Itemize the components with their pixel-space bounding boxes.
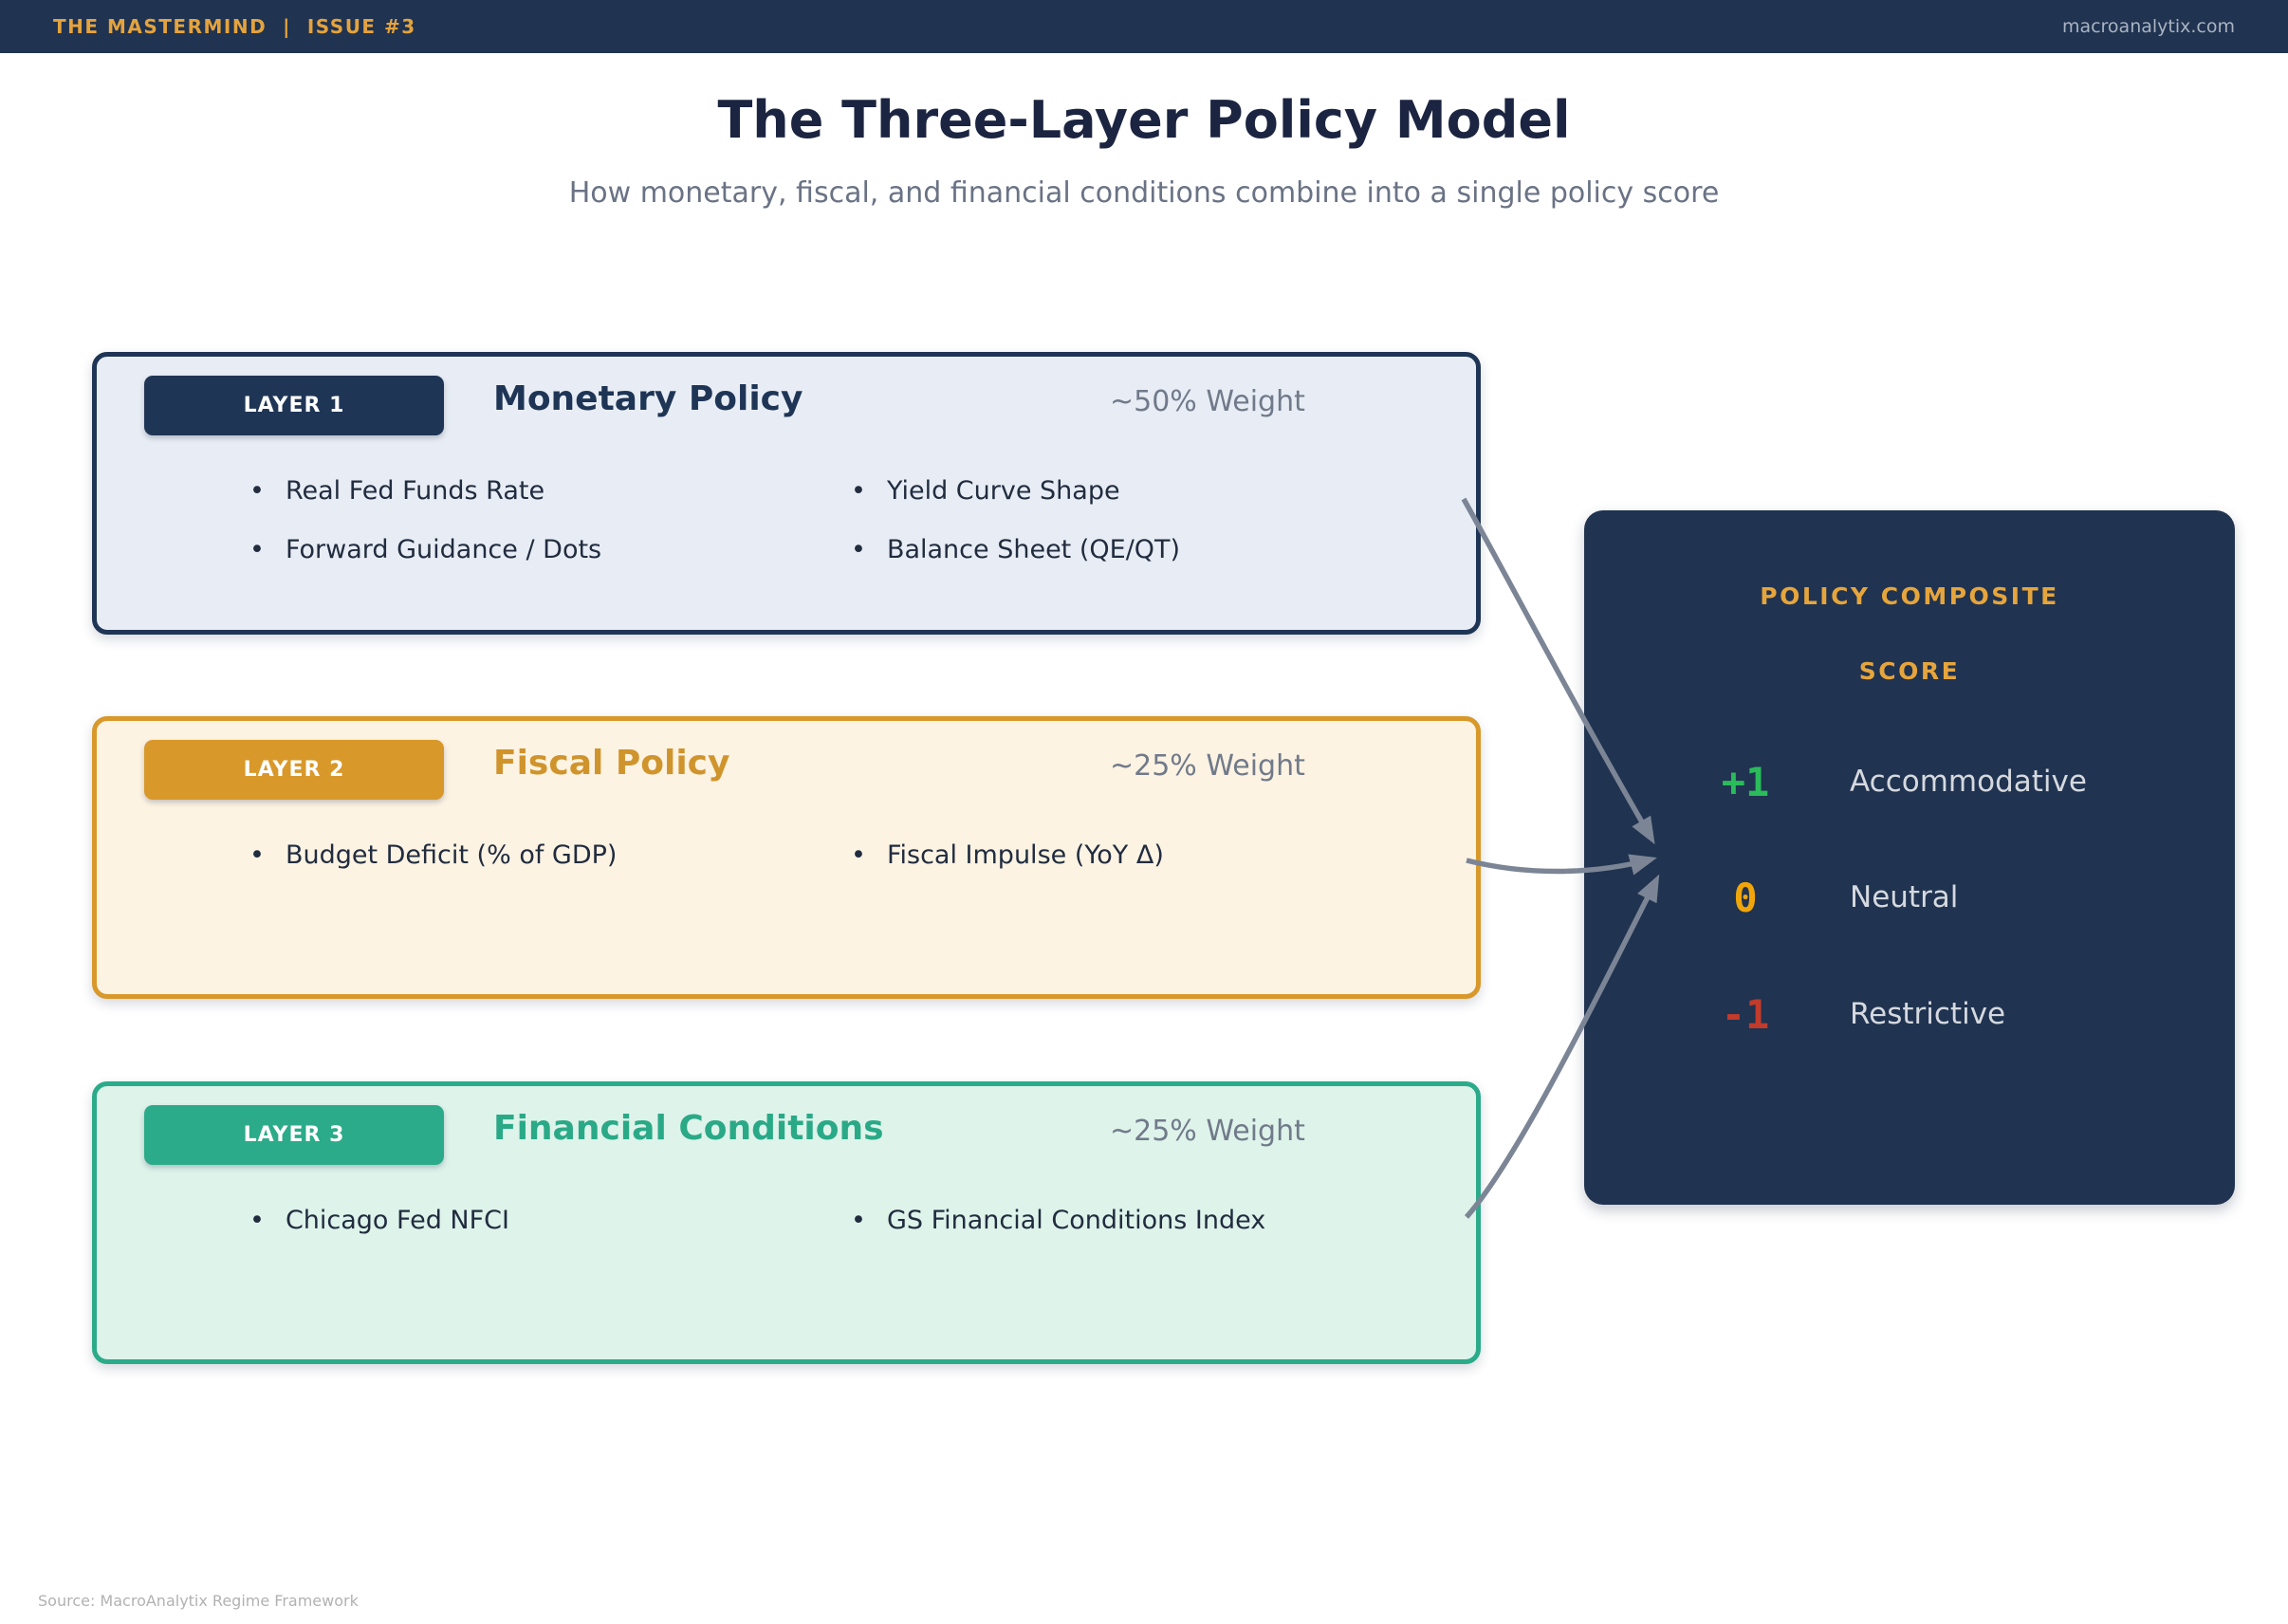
bullet-icon: • xyxy=(851,535,866,564)
list-item: • Forward Guidance / Dots xyxy=(249,535,601,564)
layer-2-weight: ~25% Weight xyxy=(1110,749,1305,783)
score-row-restrictive: -1 Restrictive xyxy=(1679,987,2005,1041)
layer-3-title: Financial Conditions xyxy=(493,1109,884,1148)
layer-1-weight: ~50% Weight xyxy=(1110,385,1305,418)
composite-heading-line2: SCORE xyxy=(1858,657,1961,685)
list-item-label: Real Fed Funds Rate xyxy=(285,476,545,506)
layer-card-monetary-policy: LAYER 1 Monetary Policy ~50% Weight • Rea… xyxy=(92,352,1481,635)
list-item-label: Chicago Fed NFCI xyxy=(285,1206,509,1235)
list-item-label: Forward Guidance / Dots xyxy=(285,535,602,564)
bullet-icon: • xyxy=(249,535,265,564)
bullet-icon: • xyxy=(249,1206,265,1235)
list-item-label: Balance Sheet (QE/QT) xyxy=(886,535,1181,564)
list-item-label: Fiscal Impulse (YoY Δ) xyxy=(886,840,1164,870)
score-label-restrictive: Restrictive xyxy=(1850,997,2006,1031)
bullet-icon: • xyxy=(249,840,265,870)
composite-heading-line1: POLICY COMPOSITE xyxy=(1760,582,2059,610)
score-value-positive: +1 xyxy=(1721,758,1770,805)
list-item: • Budget Deficit (% of GDP) xyxy=(249,840,617,870)
layer-3-weight: ~25% Weight xyxy=(1110,1115,1305,1148)
layer-1-title: Monetary Policy xyxy=(493,379,803,418)
layer-card-financial-conditions: LAYER 3 Financial Conditions ~25% Weight… xyxy=(92,1081,1481,1364)
bullet-icon: • xyxy=(851,476,866,506)
score-value-zero: 0 xyxy=(1733,874,1758,921)
page-title: The Three-Layer Policy Model xyxy=(717,90,1571,150)
score-row-neutral: 0 Neutral xyxy=(1679,871,1958,924)
list-item-label: Budget Deficit (% of GDP) xyxy=(285,840,618,870)
list-item: • Real Fed Funds Rate xyxy=(249,476,544,506)
list-item: • Chicago Fed NFCI xyxy=(249,1206,509,1235)
layer-1-badge: LAYER 1 xyxy=(144,376,444,435)
brand-masthead: THE MASTERMIND | ISSUE #3 xyxy=(53,15,416,38)
layer-3-badge: LAYER 3 xyxy=(144,1105,444,1165)
score-label-accommodative: Accommodative xyxy=(1850,765,2087,799)
score-row-accommodative: +1 Accommodative xyxy=(1679,755,2087,808)
layer-card-fiscal-policy: LAYER 2 Fiscal Policy ~25% Weight • Budge… xyxy=(92,716,1481,999)
score-value-negative: -1 xyxy=(1721,990,1770,1038)
source-note: Source: MacroAnalytix Regime Framework xyxy=(38,1592,359,1610)
list-item: • GS Financial Conditions Index xyxy=(851,1206,1265,1235)
website-url: macroanalytix.com xyxy=(2061,16,2235,37)
layer-2-title: Fiscal Policy xyxy=(493,744,730,783)
top-bar: THE MASTERMIND | ISSUE #3 macroanalytix.… xyxy=(0,0,2288,53)
list-item: • Balance Sheet (QE/QT) xyxy=(851,535,1180,564)
layer-2-badge: LAYER 2 xyxy=(144,740,444,800)
list-item-label: GS Financial Conditions Index xyxy=(886,1206,1266,1235)
policy-composite-score-panel: POLICY COMPOSITE SCORE +1 Accommodative … xyxy=(1584,510,2235,1205)
list-item: • Yield Curve Shape xyxy=(851,476,1120,506)
bullet-icon: • xyxy=(851,840,866,870)
list-item: • Fiscal Impulse (YoY Δ) xyxy=(851,840,1164,870)
bullet-icon: • xyxy=(851,1206,866,1235)
page-subtitle: How monetary, fiscal, and financial cond… xyxy=(568,176,1720,210)
score-label-neutral: Neutral xyxy=(1850,880,1959,914)
bullet-icon: • xyxy=(249,476,265,506)
list-item-label: Yield Curve Shape xyxy=(886,476,1120,506)
